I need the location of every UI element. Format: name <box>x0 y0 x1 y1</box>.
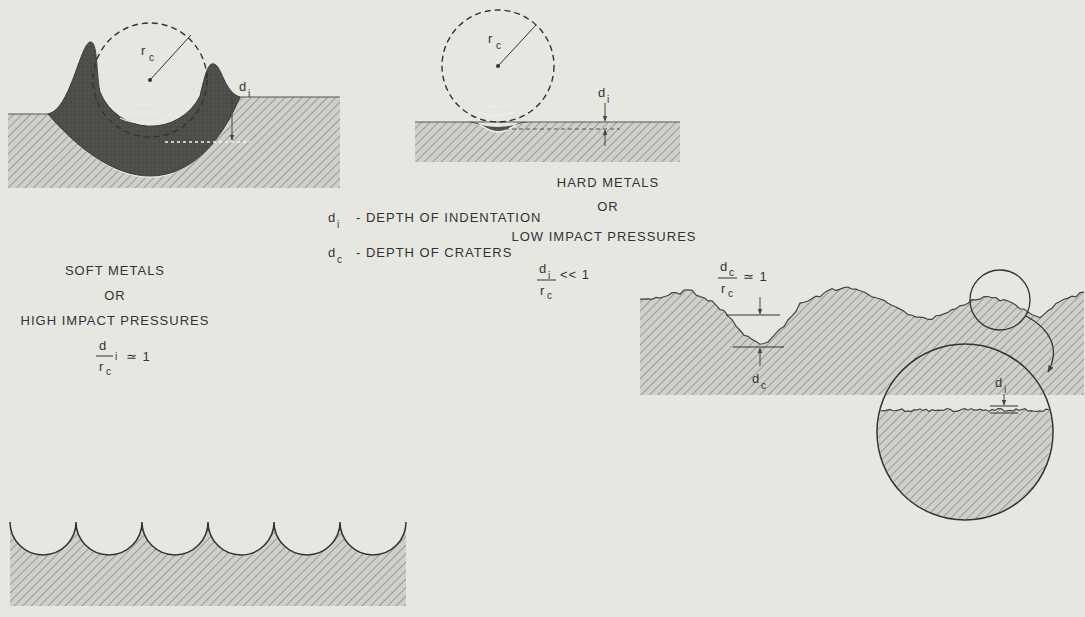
subscript: c <box>728 289 733 299</box>
subscript: c <box>149 53 154 63</box>
magnified-profile <box>875 409 1055 412</box>
subscript: c <box>337 255 342 265</box>
ratio-value: ≃ 1 <box>126 350 151 363</box>
condition-label: OR <box>597 200 619 213</box>
magnified-view <box>875 270 1055 522</box>
eroded-profile <box>640 287 1084 344</box>
subscript: i <box>115 352 117 362</box>
ratio-value: ≃ 1 <box>743 270 768 283</box>
condition-label: LOW IMPACT PRESSURES <box>512 230 697 243</box>
legend-text: - DEPTH OF INDENTATION <box>356 211 541 224</box>
dimension-symbol: d <box>995 376 1003 389</box>
hard-metal-indentation <box>415 10 680 162</box>
legend-symbol: d <box>328 211 336 224</box>
eroded-surface <box>640 287 1084 395</box>
magnified-material <box>875 409 1055 522</box>
ratio-value: << 1 <box>560 268 590 281</box>
radius-symbol: r <box>488 32 493 45</box>
subscript: c <box>496 41 501 51</box>
dimension-symbol: d <box>598 86 606 99</box>
condition-label: HIGH IMPACT PRESSURES <box>21 314 210 327</box>
ratio-symbol: d <box>99 339 107 352</box>
ratio-symbol: d <box>720 260 728 273</box>
subscript: c <box>106 367 111 377</box>
condition-label: HARD METALS <box>557 176 660 189</box>
condition-label: OR <box>104 289 126 302</box>
ratio-symbol: d <box>539 262 547 275</box>
radius-symbol: r <box>141 44 146 57</box>
subscript: i <box>607 95 609 105</box>
subscript: c <box>729 268 734 278</box>
subscript: i <box>1004 385 1006 395</box>
subscript: i <box>337 220 339 230</box>
crater-depth-dimension <box>726 297 784 366</box>
soft-metal-indentation <box>8 23 340 188</box>
subscript: i <box>248 89 250 99</box>
condition-label: SOFT METALS <box>65 264 165 277</box>
legend-symbol: d <box>328 246 336 259</box>
subscript: i <box>548 271 550 281</box>
ratio-symbol: r <box>721 282 726 295</box>
subscript: c <box>547 291 552 301</box>
eroded-material <box>640 287 1084 395</box>
ratio-symbol: r <box>99 360 104 373</box>
dimension-symbol: d <box>752 372 760 385</box>
scalloped-surface <box>10 522 406 606</box>
subscript: c <box>761 381 766 391</box>
dimension-symbol: d <box>239 80 247 93</box>
ratio-symbol: r <box>540 284 545 297</box>
legend-text: - DEPTH OF CRATERS <box>356 246 512 259</box>
